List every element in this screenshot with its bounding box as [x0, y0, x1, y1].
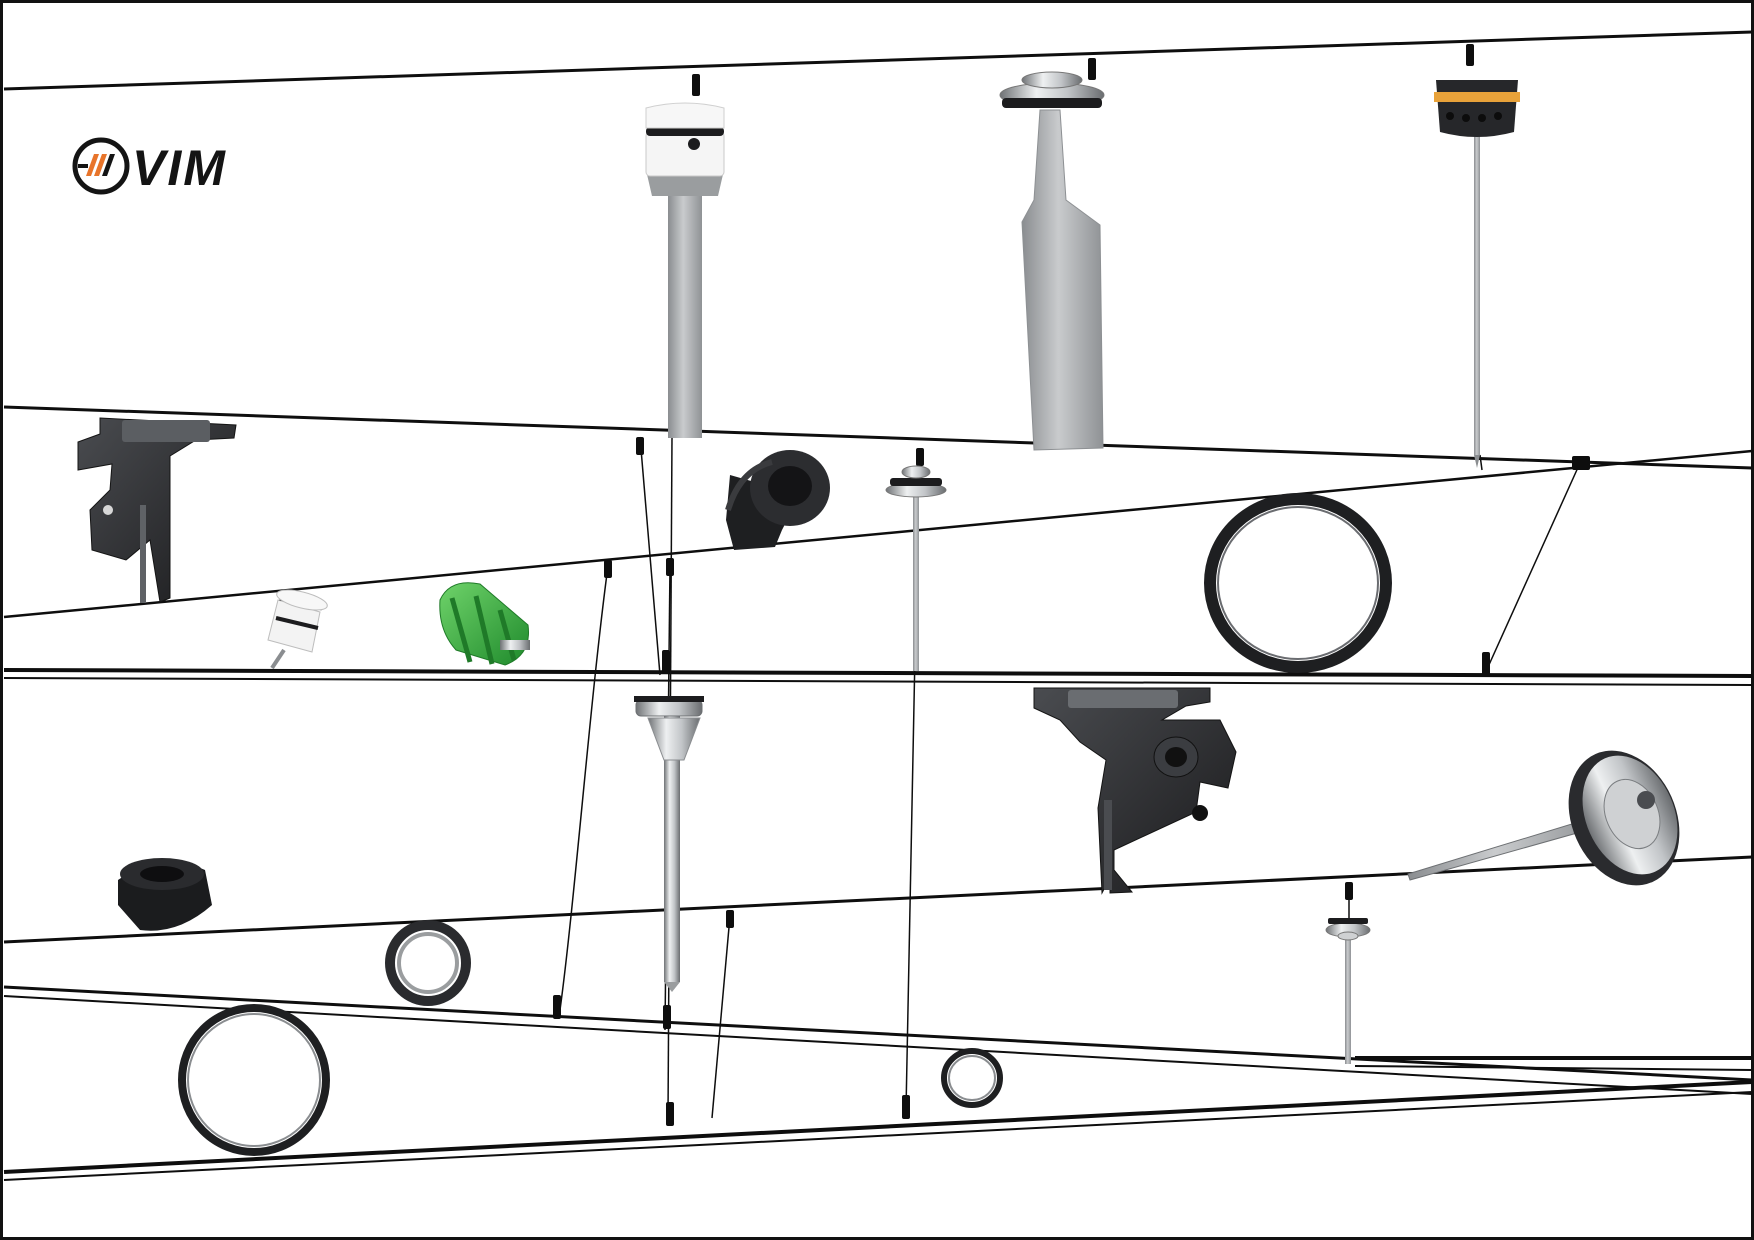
wire-bottom	[3, 1080, 1753, 1174]
string-c	[559, 565, 609, 1011]
clip	[666, 1102, 674, 1126]
brand-logo: VIM	[72, 136, 322, 196]
small-pin-icon	[1325, 918, 1371, 1064]
valve-core-icon	[267, 589, 328, 670]
wire-upper-left-rising	[3, 449, 1753, 619]
clip	[1572, 456, 1590, 470]
pulley-wheel-icon	[1407, 750, 1680, 886]
clip	[1088, 58, 1096, 80]
seal-ring-icon	[385, 920, 471, 1006]
string-i	[1479, 454, 1483, 471]
grommet-icon	[118, 858, 212, 931]
black-piston-needle-icon	[1434, 80, 1520, 468]
wire-upper-right	[3, 405, 1753, 470]
flat-blade-stem-icon	[999, 71, 1105, 451]
clip	[1482, 652, 1490, 676]
clip	[1466, 44, 1474, 66]
clip	[902, 1095, 910, 1119]
clip	[636, 437, 644, 455]
clip	[553, 995, 561, 1019]
o-ring-icon	[941, 1048, 1003, 1108]
string-f	[1487, 462, 1581, 668]
rail-right-b	[1354, 1065, 1753, 1071]
wire-lower-falling-b	[3, 995, 1753, 1095]
brand-name: VIM	[132, 140, 227, 196]
vim-logo-icon: VIM	[72, 137, 227, 196]
string-g	[711, 915, 731, 1119]
o-ring-icon	[178, 1004, 330, 1156]
wire-middle-a	[3, 668, 1753, 678]
chrome-needle-icon	[634, 696, 704, 992]
thin-pin-icon	[885, 465, 947, 671]
wire-clips	[553, 44, 1590, 1126]
clip	[916, 448, 924, 466]
clip	[663, 1005, 671, 1029]
clip	[604, 560, 612, 578]
wire-bottom-b	[3, 1091, 1753, 1181]
clip	[692, 74, 700, 96]
wire-top	[3, 30, 1753, 91]
string-a	[639, 436, 661, 676]
wire-lower-falling-a	[3, 985, 1753, 1082]
white-cap-valve-icon	[645, 102, 725, 438]
clip	[1345, 882, 1353, 900]
wire-middle-b	[3, 677, 1753, 686]
clip	[662, 650, 670, 674]
wire-lower-rising	[3, 855, 1753, 944]
clip	[726, 910, 734, 928]
clip	[666, 558, 674, 576]
bracket-icon	[77, 417, 237, 603]
diaphragm-cup-icon	[725, 450, 830, 550]
o-ring-icon	[1204, 493, 1392, 673]
bracket-icon	[1033, 687, 1237, 895]
valve-core-green-icon	[439, 582, 530, 666]
